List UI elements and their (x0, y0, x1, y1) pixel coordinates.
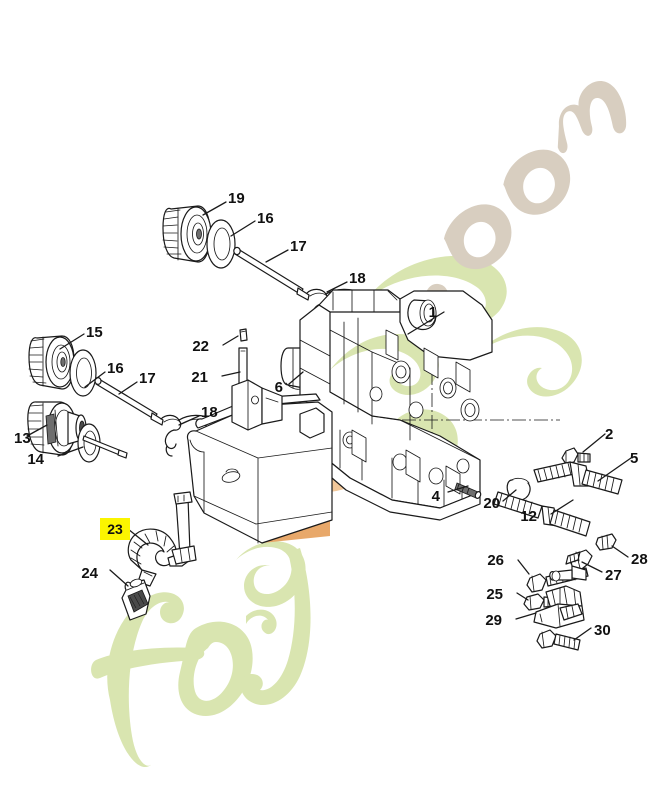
callout-25: 25 (486, 586, 503, 603)
callout-27: 27 (605, 567, 622, 584)
callout-12: 12 (520, 508, 537, 525)
callout-16a: 16 (257, 210, 274, 227)
part-15-annular-buffer (28, 335, 75, 390)
part-19-annular-buffer (162, 205, 212, 263)
callout-29: 29 (485, 612, 502, 629)
part-30-screw (536, 629, 581, 651)
callout-19: 19 (228, 190, 245, 207)
part-17b-pin-rod (94, 377, 164, 426)
technical-drawing: 1 2 4 5 6 12 13 14 15 16 16 17 17 18 18 … (14, 190, 648, 651)
callout-21: 21 (191, 369, 208, 386)
callout-30: 30 (594, 622, 611, 639)
part-4-roll-pin (454, 482, 482, 499)
callout-1: 1 (429, 304, 437, 321)
part-16a-o-ring (206, 219, 236, 269)
part-5-collar-stud (533, 461, 623, 495)
callout-24: 24 (81, 565, 98, 582)
callout-17b: 17 (139, 370, 156, 387)
part-22-small-pin (239, 328, 248, 342)
callout-28: 28 (631, 551, 648, 568)
highlighted-callout-23-label: 23 (107, 521, 123, 537)
part-29-tensioner-body (533, 585, 585, 629)
callout-22: 22 (192, 338, 209, 355)
part-2-short-bolt (561, 447, 591, 465)
fuel-pickup-tube (171, 491, 197, 565)
callout-numbers: 1 2 4 5 6 12 13 14 15 16 16 17 17 18 18 … (14, 190, 648, 639)
callout-16b: 16 (107, 360, 124, 377)
part-27-lever-bracket (549, 549, 593, 582)
part-1-engine-housing (299, 289, 493, 521)
callout-20: 20 (483, 495, 500, 512)
callout-17a: 17 (290, 238, 307, 255)
callout-18a: 18 (349, 270, 366, 287)
part-17a-pin-rod (233, 246, 310, 301)
part-28-small-clip (595, 533, 617, 551)
callout-14: 14 (27, 451, 44, 468)
callout-5: 5 (630, 450, 638, 467)
callout-leader-lines (26, 201, 632, 641)
callout-6: 6 (275, 379, 283, 396)
part-24-fuel-filter (121, 578, 151, 621)
fuel-tank (186, 379, 333, 544)
callout-18b: 18 (201, 404, 218, 421)
part-20-rubber-plug (506, 477, 531, 501)
callout-13: 13 (14, 430, 31, 447)
highlighted-callout-23[interactable]: 23 (100, 518, 130, 540)
callout-15: 15 (86, 324, 103, 341)
callout-2: 2 (605, 426, 613, 443)
part-16b-o-ring (69, 349, 97, 397)
part-14-o-ring-lower (77, 423, 128, 463)
callout-26: 26 (487, 552, 504, 569)
callout-4: 4 (432, 488, 441, 505)
